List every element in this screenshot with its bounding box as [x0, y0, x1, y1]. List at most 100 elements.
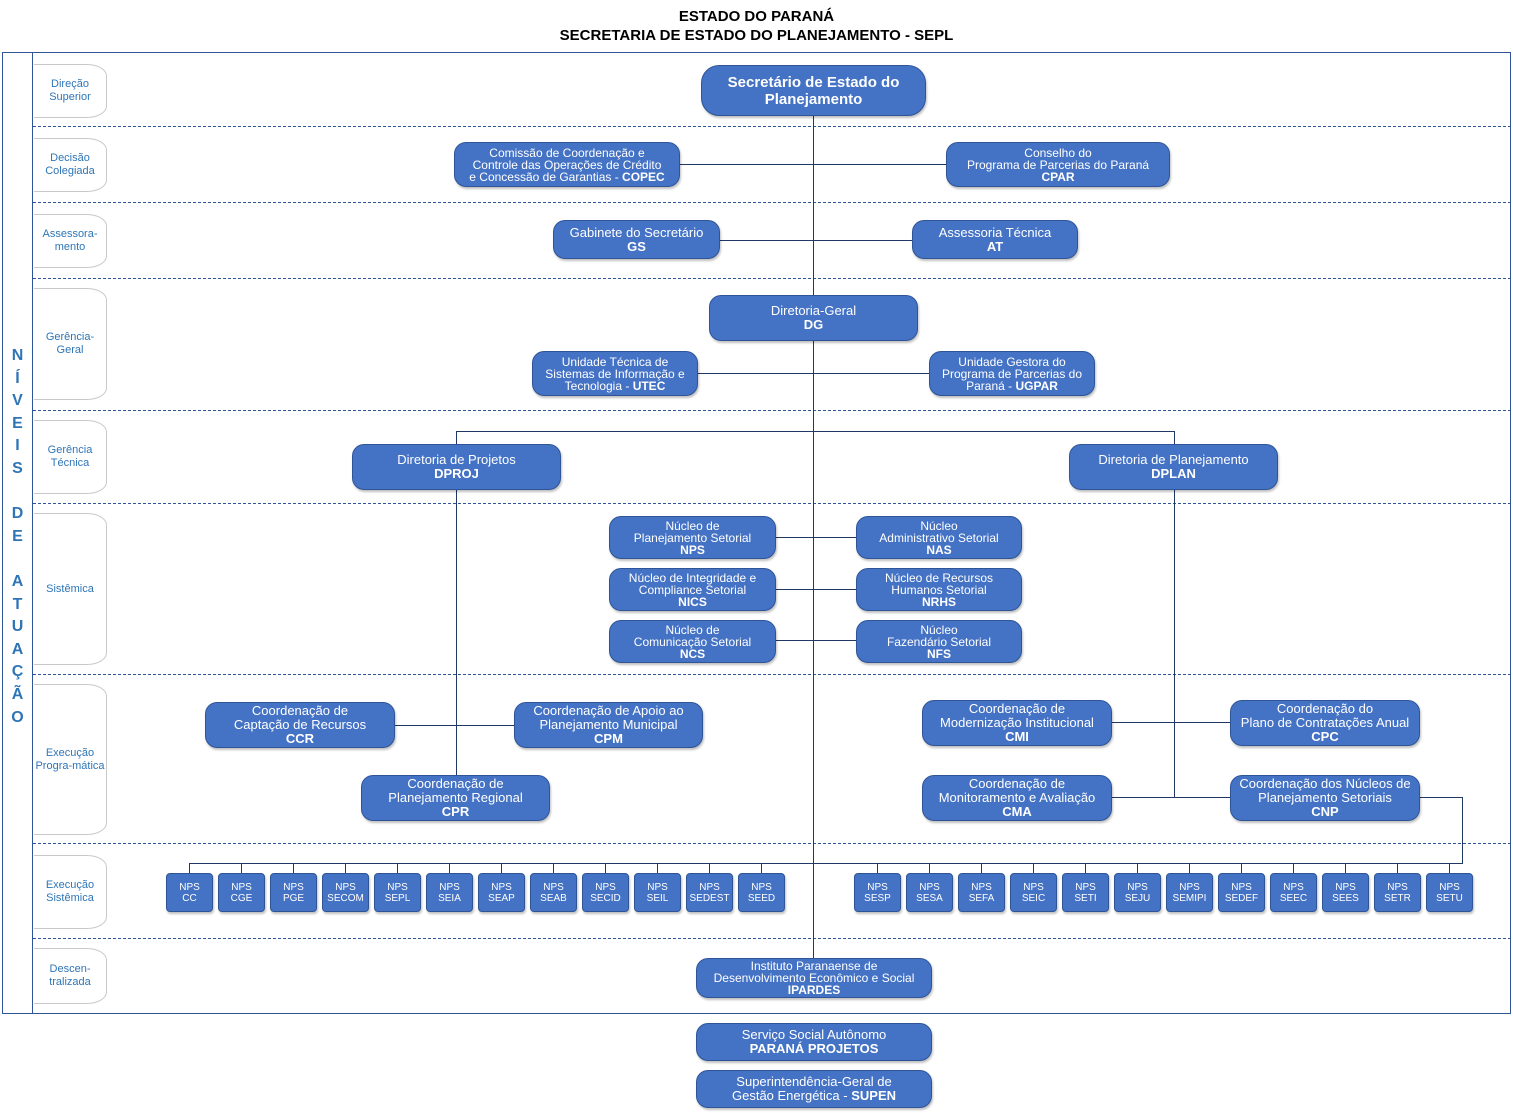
box-nas[interactable]: Núcleo Administrativo Setorial NAS — [856, 516, 1022, 559]
side-title-letter: E — [12, 527, 23, 545]
nps-box-prefix: NPS — [1387, 881, 1408, 893]
box-dproj[interactable]: Diretoria de Projetos DPROJ — [352, 444, 561, 490]
box-ugpar[interactable]: Unidade Gestora do Programa de Parcerias… — [929, 351, 1095, 396]
box-secretario[interactable]: Secretário de Estado do Planejamento — [701, 65, 926, 116]
box-nics[interactable]: Núcleo de Integridade e Compliance Setor… — [609, 568, 776, 611]
nps-box-prefix: NPS — [1439, 881, 1460, 893]
supen-acronym: SUPEN — [851, 1088, 897, 1103]
level-descentralizada: Descen-tralizada — [34, 948, 107, 1004]
nps-box-code: SETI — [1074, 892, 1097, 904]
ipardes-line2: Desenvolvimento Econômico e Social — [713, 971, 915, 985]
ncs-line1: Núcleo de — [665, 622, 720, 637]
ugpar-line2: Programa de Parcerias do — [941, 366, 1083, 381]
box-cnp[interactable]: Coordenação dos Núcleos de Planejamento … — [1230, 775, 1420, 821]
nps-tick — [1241, 863, 1242, 873]
box-dg[interactable]: Diretoria-Geral DG — [709, 295, 918, 341]
box-utec[interactable]: Unidade Técnica de Sistemas de Informaçã… — [532, 351, 698, 396]
dproj-acronym: DPROJ — [434, 466, 479, 481]
box-cpar[interactable]: Conselho do Programa de Parcerias do Par… — [946, 142, 1170, 187]
nps-box-code: SEPL — [384, 892, 411, 904]
box-ipardes[interactable]: Instituto Paranaense de Desenvolvimento … — [696, 958, 932, 998]
nps-box-code: SEIL — [646, 892, 669, 904]
connector-nics-nrhs — [776, 589, 856, 590]
nps-box-prefix: NPS — [491, 881, 512, 893]
nps-tick — [345, 863, 346, 873]
ugpar-line1: Unidade Gestora do — [958, 354, 1066, 369]
box-copec[interactable]: Comissão de Coordenação e Controle das O… — [454, 142, 680, 187]
nps-box-prefix: NPS — [1179, 881, 1200, 893]
nas-acronym: NAS — [926, 542, 952, 557]
ipardes-acronym: IPARDES — [787, 983, 841, 997]
nps-tick — [1345, 863, 1346, 873]
box-cpm[interactable]: Coordenação de Apoio ao Planejamento Mun… — [514, 702, 703, 748]
parana-projetos-acronym: PARANÁ PROJETOS — [749, 1041, 879, 1056]
box-parana-projetos[interactable]: Serviço Social Autônomo PARANÁ PROJETOS — [696, 1023, 932, 1061]
nfs-line2: Fazendário Setorial — [886, 634, 992, 649]
box-gs[interactable]: Gabinete do Secretário GS — [553, 220, 720, 259]
nas-line2: Administrativo Setorial — [879, 530, 999, 545]
nps-tick — [1085, 863, 1086, 873]
box-ccr[interactable]: Coordenação de Captação de Recursos CCR — [205, 702, 395, 748]
main-vertical-connector — [813, 116, 814, 961]
side-title-letter: T — [12, 595, 23, 613]
side-title-letter: D — [11, 505, 24, 523]
box-dplan[interactable]: Diretoria de Planejamento DPLAN — [1069, 444, 1278, 490]
cpc-acronym: CPC — [1311, 729, 1339, 744]
connector-gs-at — [720, 240, 912, 241]
box-cmi[interactable]: Coordenação de Modernização Instituciona… — [922, 700, 1112, 746]
nps-tick — [657, 863, 658, 873]
nps-box-prefix: NPS — [387, 881, 408, 893]
box-nrhs[interactable]: Núcleo de Recursos Humanos Setorial NRHS — [856, 568, 1022, 611]
box-nps[interactable]: Núcleo de Planejamento Setorial NPS — [609, 516, 776, 559]
box-nfs[interactable]: Núcleo Fazendário Setorial NFS — [856, 620, 1022, 663]
nps-box-code: SEDEST — [689, 892, 730, 904]
dproj-line1: Diretoria de Projetos — [397, 452, 516, 467]
connector-dplan-down — [1174, 431, 1175, 798]
level-sistemica: Sistêmica — [34, 513, 107, 665]
nps-box-code: SETR — [1384, 892, 1411, 904]
cpr-line1: Coordenação de — [407, 776, 504, 791]
at-line1: Assessoria Técnica — [938, 224, 1052, 240]
nps-box-prefix: NPS — [179, 881, 200, 893]
connector-utec-ugpar — [698, 373, 929, 374]
copec-line2: Controle das Operações de Crédito — [472, 157, 662, 172]
cma-line2: Monitoramento e Avaliação — [938, 790, 1096, 805]
nps-tick — [293, 863, 294, 873]
nps-box-code: SEEC — [1279, 892, 1308, 904]
cmi-line1: Coordenação de — [968, 701, 1066, 716]
copec-acronym: COPEC — [622, 169, 665, 184]
box-cma[interactable]: Coordenação de Monitoramento e Avaliação… — [922, 775, 1112, 821]
nps-box-code: SEES — [1332, 892, 1359, 904]
box-cpc[interactable]: Coordenação do Plano de Contratações Anu… — [1230, 700, 1420, 746]
box-ncs[interactable]: Núcleo de Comunicação Setorial NCS — [609, 620, 776, 663]
box-at[interactable]: Assessoria Técnica AT — [912, 220, 1078, 259]
box-cpr[interactable]: Coordenação de Planejamento Regional CPR — [361, 775, 550, 821]
box-supen[interactable]: Superintendência-Geral de Gestão Energét… — [696, 1070, 932, 1108]
nps-tick — [1189, 863, 1190, 873]
connector-ccr-cpm — [395, 725, 514, 726]
